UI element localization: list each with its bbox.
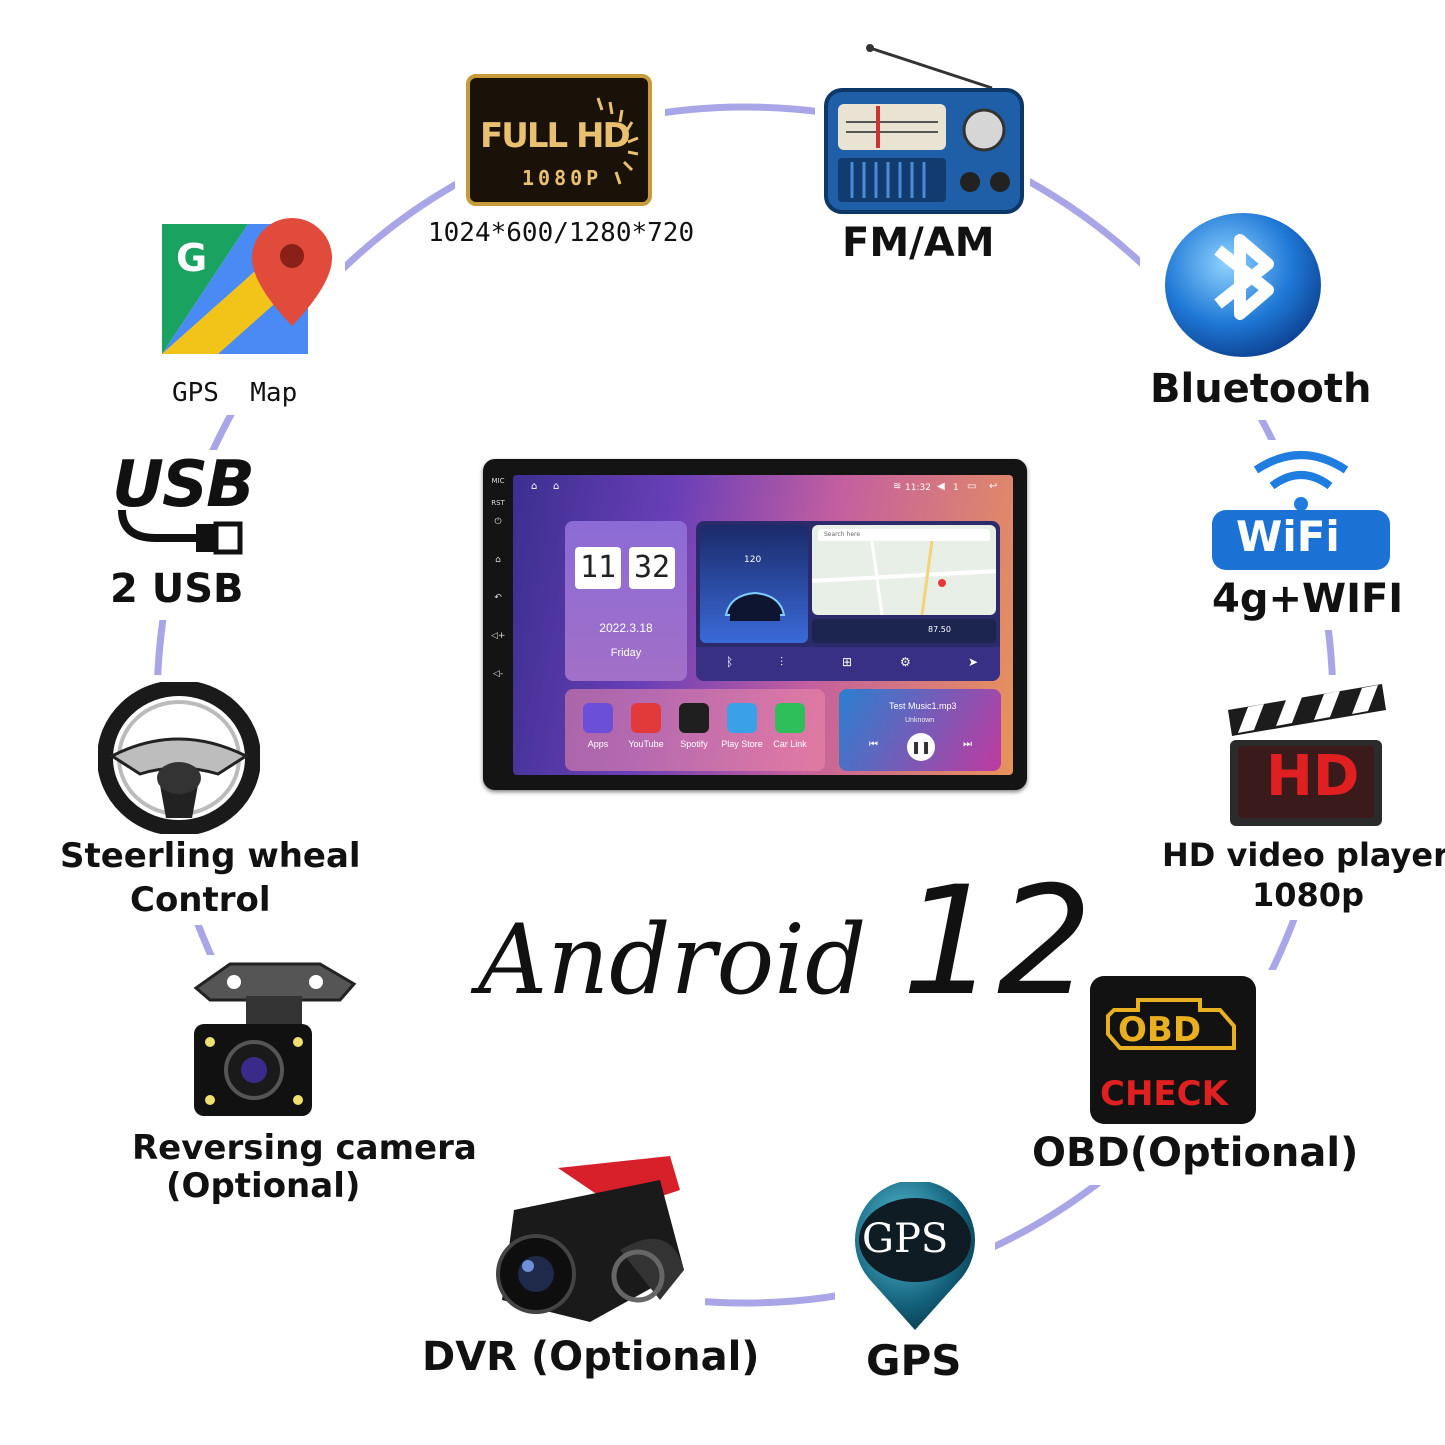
play-store-icon[interactable]: [727, 703, 757, 733]
gps-badge-text: GPS: [862, 1216, 949, 1262]
bluetooth-shortcut-icon[interactable]: ᛒ: [726, 655, 734, 669]
app-label-spotify: Spotify: [680, 739, 708, 749]
fullhd-badge-main: FULL HD: [480, 116, 631, 156]
hd-badge-text: HD: [1266, 744, 1360, 809]
music-widget[interactable]: Test Music1.mp3 Unknown ⏮ ❚❚ ⏭: [839, 689, 1001, 771]
clock-date: 2022.3.18: [599, 621, 653, 635]
steering-wheel-icon: [98, 682, 260, 834]
dvr-caption: DVR (Optional): [422, 1334, 760, 1380]
clapperboard-icon: [1228, 684, 1386, 826]
steering-caption-line2: Control: [130, 880, 271, 920]
music-title: Test Music1.mp3: [889, 701, 957, 711]
quick-bar: ᛒ ⫶ ⊞ ⚙ ➤: [696, 647, 1000, 681]
map-roads: [812, 541, 996, 615]
volume-down-icon[interactable]: ◁-: [492, 669, 504, 679]
obd-check-icon: OBD CHECK: [1090, 976, 1256, 1124]
fullhd-badge-sub: 1080P: [522, 166, 603, 190]
fullhd-badge-icon: FULL HD 1080P: [466, 74, 652, 206]
car-icon: [724, 591, 786, 621]
bluetooth-icon: [1165, 213, 1321, 357]
app-label-apps: Apps: [587, 739, 609, 749]
gpsmap-caption: GPS Map: [172, 378, 298, 408]
apps-dock: Apps YouTube Spotify Play Store Car Link: [565, 689, 825, 771]
nav-home-icon[interactable]: ⌂: [531, 481, 538, 492]
gps-pin-icon: [855, 1182, 975, 1330]
wifi-icon: [1212, 451, 1390, 570]
gps-caption: GPS: [866, 1336, 962, 1385]
previous-track-icon[interactable]: ⏮: [869, 739, 878, 750]
back-key-icon[interactable]: ↶: [494, 593, 502, 603]
obd-badge-top: OBD: [1118, 1010, 1202, 1050]
clock-hours: 11: [575, 547, 621, 589]
clock-minutes: 32: [629, 547, 675, 589]
hd-caption-line1: HD video player: [1162, 836, 1445, 874]
camera-caption-line1: Reversing camera: [132, 1128, 477, 1168]
android-number: 12: [901, 855, 1093, 1029]
wifi-caption: 4g+WIFI: [1212, 576, 1404, 622]
volume-status-icon: ◀: [937, 481, 945, 492]
map-view[interactable]: Search here: [812, 525, 996, 615]
recent-apps-icon[interactable]: ▭: [967, 481, 977, 492]
status-time: 11:32: [905, 483, 931, 493]
usb-caption: 2 USB: [110, 566, 244, 612]
equalizer-icon[interactable]: ⫶: [780, 655, 784, 669]
fullhd-rays-icon: [596, 97, 639, 185]
navigation-arrow-icon[interactable]: ➤: [968, 655, 979, 669]
music-artist: Unknown: [905, 717, 935, 724]
spotify-icon[interactable]: [679, 703, 709, 733]
steering-caption-line1: Steerling wheal: [60, 836, 361, 876]
wifi-badge-text: WiFi: [1236, 512, 1340, 561]
obd-badge-bottom: CHECK: [1100, 1074, 1228, 1114]
radio-frequency: 87.50: [928, 625, 951, 634]
engine-outline-icon: [1106, 998, 1236, 1050]
maps-g-letter: G: [176, 236, 208, 280]
reset-button[interactable]: RST: [491, 499, 505, 507]
next-track-icon[interactable]: ⏭: [963, 739, 972, 750]
clock-widget[interactable]: 11 32 2022.3.18 Friday: [565, 521, 687, 681]
home-key-icon[interactable]: ⌂: [495, 555, 501, 565]
fm-caption: FM/AM: [842, 220, 995, 266]
media-strip[interactable]: 87.50: [812, 619, 996, 643]
app-label-play-store: Play Store: [721, 739, 763, 749]
apps-launcher-icon[interactable]: [583, 703, 613, 733]
android-word: Android: [478, 904, 867, 1016]
app-label-car-link: Car Link: [773, 739, 807, 749]
clock-weekday: Friday: [610, 647, 642, 659]
head-unit: MIC RST ⏻ ⌂ ↶ ◁+ ◁- ⌂ ⌂ ≋ 11:32 ◀ 1 ▭ ↩ …: [483, 459, 1027, 790]
fullhd-caption: 1024*600/1280*720: [428, 218, 695, 248]
speed-readout: 120: [744, 555, 762, 565]
dvr-camera-icon: [496, 1156, 684, 1322]
back-nav-icon[interactable]: ↩: [989, 481, 998, 492]
nav-house-icon[interactable]: ⌂: [553, 481, 560, 492]
grid-icon[interactable]: ⊞: [842, 655, 853, 669]
app-label-youtube: YouTube: [628, 739, 664, 749]
google-maps-icon: [162, 218, 332, 354]
pause-button[interactable]: ❚❚: [907, 733, 935, 761]
power-icon[interactable]: ⏻: [494, 517, 502, 527]
usb-cable-icon: [118, 509, 243, 555]
youtube-icon[interactable]: [631, 703, 661, 733]
wifi-status-icon: ≋: [893, 481, 902, 492]
android-version-headline: Android 12: [478, 855, 1092, 1029]
usb-logo-text: USB: [112, 448, 255, 522]
dashboard-widget[interactable]: 120 Search here 87.50 ᛒ: [696, 521, 1000, 681]
map-search-input[interactable]: Search here: [818, 529, 990, 541]
settings-gear-icon[interactable]: ⚙: [900, 655, 911, 669]
radio-icon: [824, 44, 1024, 214]
car-speed-panel: 120: [700, 525, 808, 643]
mic-label: MIC: [491, 477, 505, 485]
status-extra: 1: [953, 483, 959, 493]
volume-up-icon[interactable]: ◁+: [491, 631, 506, 641]
camera-caption-line2: (Optional): [166, 1166, 361, 1206]
status-bar: ⌂ ⌂ ≋ 11:32 ◀ 1 ▭ ↩: [513, 475, 1013, 501]
head-unit-screen: ⌂ ⌂ ≋ 11:32 ◀ 1 ▭ ↩ 11 32 2022.3.18 Frid…: [513, 475, 1013, 775]
obd-caption: OBD(Optional): [1032, 1130, 1359, 1176]
bluetooth-caption: Bluetooth: [1150, 366, 1372, 412]
hd-caption-line2: 1080p: [1252, 876, 1364, 914]
reversing-camera-icon: [193, 962, 357, 1116]
car-link-icon[interactable]: [775, 703, 805, 733]
